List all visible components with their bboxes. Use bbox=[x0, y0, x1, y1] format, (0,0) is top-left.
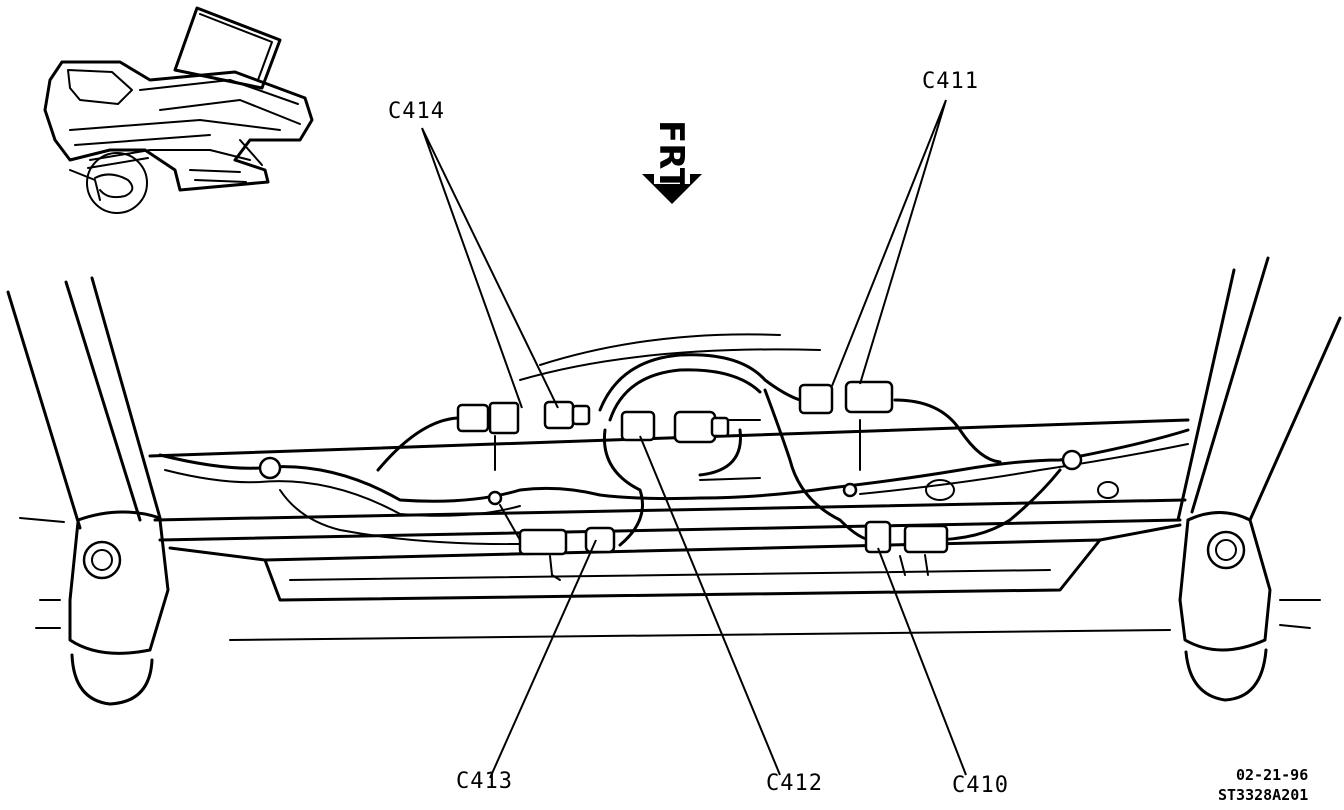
connector-c412 bbox=[620, 410, 730, 444]
connector-c410 bbox=[864, 520, 949, 576]
front-direction-label: FRT bbox=[651, 120, 691, 192]
front-direction-arrow-icon bbox=[642, 174, 702, 204]
right-mount bbox=[1178, 518, 1321, 702]
right-frame-rail bbox=[1176, 256, 1342, 522]
cross-member bbox=[148, 333, 1190, 641]
vehicle-locator-icon bbox=[43, 6, 314, 214]
left-frame-rail bbox=[6, 276, 162, 530]
connector-label-c413: C413 bbox=[456, 769, 513, 794]
leader-lines bbox=[421, 99, 967, 779]
connector-c411 bbox=[798, 380, 894, 415]
figure-code: ST3328A201 bbox=[1218, 786, 1308, 804]
left-mount bbox=[19, 517, 170, 706]
connector-label-c411: C411 bbox=[922, 69, 979, 94]
figure-date: 02-21-96 bbox=[1236, 766, 1308, 784]
connector-label-c414: C414 bbox=[388, 99, 445, 124]
connector-label-c412: C412 bbox=[766, 771, 823, 796]
connector-label-c410: C410 bbox=[952, 773, 1009, 798]
wiring-harness bbox=[158, 353, 1190, 547]
connector-c414 bbox=[456, 400, 591, 435]
